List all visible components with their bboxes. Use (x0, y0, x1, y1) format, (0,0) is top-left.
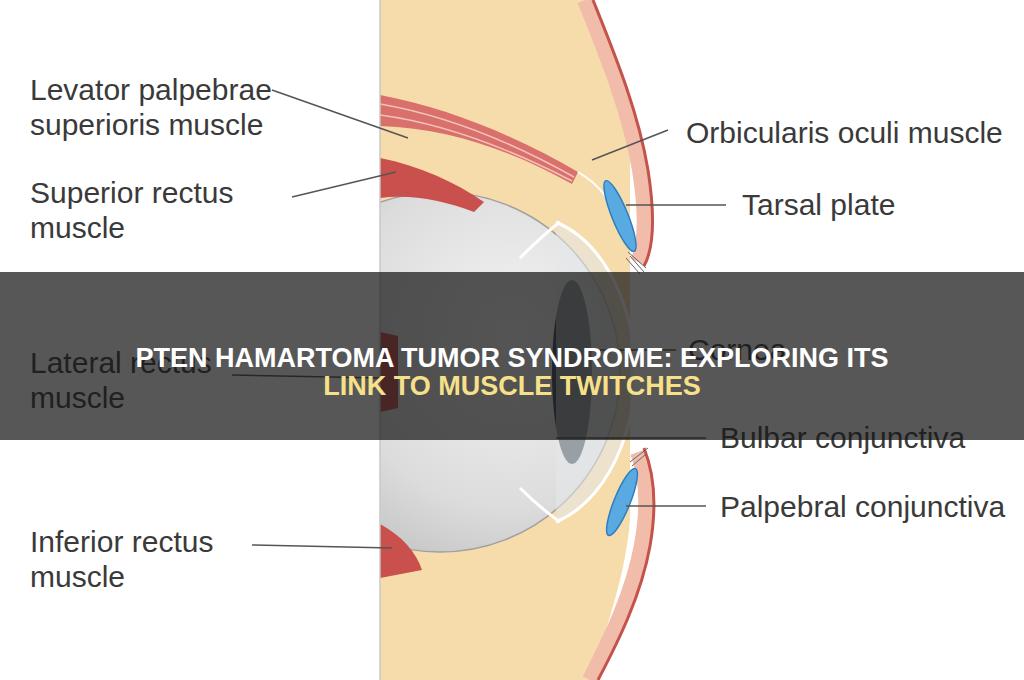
eyelashes (630, 448, 648, 466)
part-label: Tarsal plate (742, 187, 895, 222)
inferior-rectus (380, 524, 422, 578)
part-label: Superior rectus muscle (30, 175, 300, 245)
leader-line (272, 90, 408, 138)
skin-outline (598, 448, 654, 680)
part-label: Orbicularis oculi muscle (686, 115, 1003, 150)
upper-eyelid (585, 0, 645, 262)
title-banner: PTEN HAMARTOMA TUMOR SYNDROME: EXPLORING… (0, 272, 1024, 440)
conjunctiva-line (520, 488, 560, 522)
eyelashes (626, 252, 646, 274)
leader-line (592, 130, 668, 160)
leader-line (626, 204, 726, 206)
part-label: Inferior rectus muscle (30, 524, 300, 594)
part-label: Palpebral conjunctiva (720, 489, 1005, 524)
banner-title: PTEN HAMARTOMA TUMOR SYNDROME: EXPLORING… (117, 344, 907, 400)
skin-outline (593, 0, 653, 266)
lower-tarsal-plate (601, 466, 643, 539)
leader-line (292, 172, 396, 197)
leader-line (252, 545, 392, 548)
leader-line (626, 505, 706, 507)
conjunctiva-line (520, 222, 560, 258)
part-label: Levator palpebrae superioris muscle (30, 72, 300, 142)
lower-eyelid (590, 452, 646, 680)
superior-rectus (380, 158, 484, 212)
upper-tarsal-plate (598, 178, 641, 254)
